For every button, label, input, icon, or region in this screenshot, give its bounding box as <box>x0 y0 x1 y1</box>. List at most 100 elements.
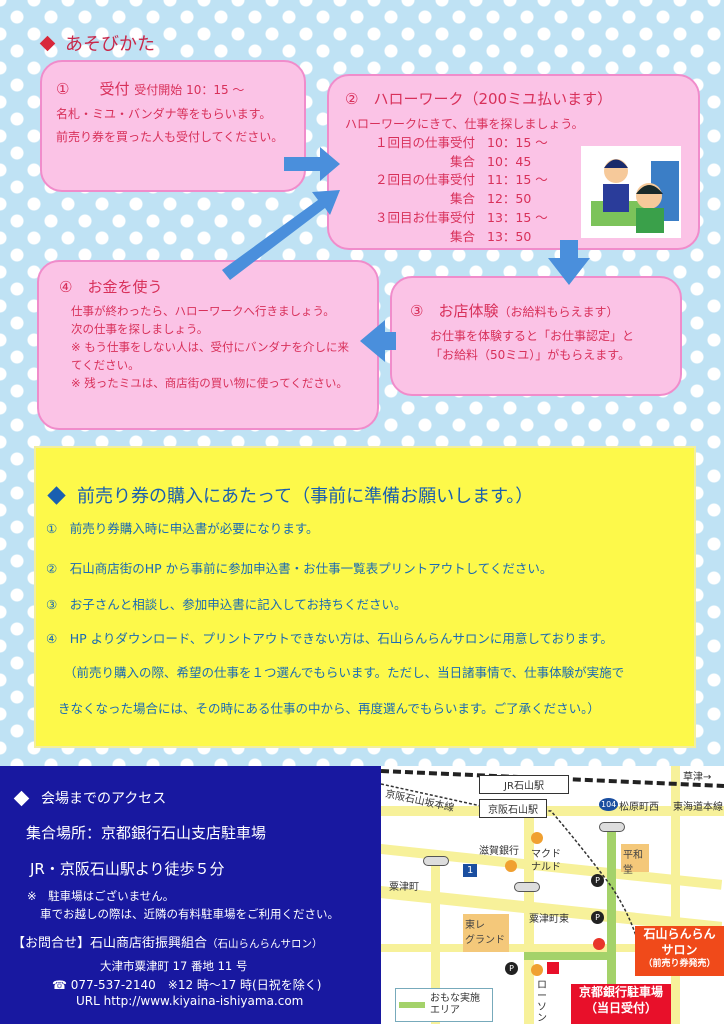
shiga-bank-label: 滋賀銀行 <box>479 846 519 857</box>
step-line: ハローワークにきて、仕事を探しましょう。 <box>345 117 584 132</box>
parking-icon: P <box>591 911 604 924</box>
notice-note: きなくなった場合には、その時にある仕事の中から、再度選んでもらいます。ご了承くだ… <box>58 701 600 716</box>
diamond-icon <box>47 485 66 505</box>
schedule-label: １回目の仕事受付 <box>374 134 475 150</box>
salon-callout: 石山らんらん サロン（前売り券発売） <box>635 926 724 976</box>
heiwado-building: 平和堂 <box>621 844 649 876</box>
schedule-label: ３回目お仕事受付 <box>374 209 475 225</box>
keihan-ishiyama-station: 京阪石山駅 <box>479 799 547 818</box>
schedule-label: 集合 <box>449 228 475 244</box>
lawson-label: ロ ー ソ ン <box>537 980 547 1024</box>
section-heading: あそびかた <box>39 30 155 56</box>
bank-parking-callout: 京都銀行駐車場（当日受付） <box>571 984 671 1024</box>
schedule-row: １回目の仕事受付 10：15 ～ <box>345 134 682 153</box>
parking-note: ※ 駐車場はございません。 <box>27 889 175 903</box>
step-title: お店体験 <box>438 302 499 320</box>
notice-title: 前売り券の購入にあたって（事前に準備お願いします。） <box>77 486 534 507</box>
step-title: ハローワーク（200ミユ払います） <box>373 90 613 108</box>
step-number: ③ <box>410 302 424 320</box>
salon-label: 石山らんらん サロン <box>643 927 716 958</box>
diamond-icon <box>13 790 30 806</box>
schedule-row: ２回目の仕事受付 11：15 ～ <box>345 171 682 190</box>
lawson-marker <box>531 964 543 976</box>
awazu-label: 粟津町 <box>389 882 419 893</box>
mcdonalds-marker <box>531 832 543 844</box>
salon-marker <box>593 938 605 950</box>
traffic-signal-icon <box>423 856 449 866</box>
contact-sub: （石山らんらんサロン） <box>207 938 323 950</box>
notice-item: ④ HP よりダウンロード、プリントアウトできない方は、石山らんらんサロンに用意… <box>46 631 613 646</box>
step-sub: 受付開始 10：15 ～ <box>134 83 245 97</box>
tokaido-label: 東海道本線 <box>673 802 723 813</box>
awazu-east-label: 粟津町東 <box>529 914 569 925</box>
step-title: お金を使う <box>87 278 163 296</box>
notice-item: ① 前売り券購入時に申込書が必要になります。 <box>46 521 319 536</box>
step-line: お仕事を体験すると「お仕事認定」と <box>430 329 635 344</box>
notice-box: 前売り券の購入にあたって（事前に準備お願いします。） ① 前売り券購入時に申込書… <box>34 446 696 748</box>
schedule-row: 集合 10：45 <box>345 153 682 172</box>
legend-swatch <box>399 1002 425 1008</box>
notice-item: ② 石山商店街のHP から事前に参加申込書・お仕事一覧表プリントアウトしてくださ… <box>46 561 553 576</box>
address: 大津市粟津町 17 番地 11 号 <box>100 959 248 973</box>
arrow-up-right-icon <box>222 190 340 280</box>
phone-icon: ☎ <box>52 978 71 992</box>
step-reception: ① 受付 受付開始 10：15 ～ 名札・ミユ・バンダナ等をもらいます。 前売り… <box>40 60 306 192</box>
notice-note: （前売り購入の際、希望の仕事を１つ選んでもらいます。ただし、当日諸事情で、仕事体… <box>64 665 625 680</box>
step-title: 受付 <box>99 80 130 98</box>
schedule-time: 10：45 <box>487 153 532 169</box>
step-hellowork: ② ハローワーク（200ミユ払います） ハローワークにきて、仕事を探しましょう。… <box>327 74 700 250</box>
arrow-right-icon <box>284 147 340 181</box>
arrow-down-icon <box>548 240 590 285</box>
legend-label: おもな実施 エリア <box>430 993 480 1016</box>
step-shop-experience: ③ お店体験（お給料もらえます） お仕事を体験すると「お仕事認定」と 「お給料（… <box>390 276 682 396</box>
traffic-signal-icon <box>514 882 540 892</box>
schedule-time: 13：50 <box>487 228 532 244</box>
step-sub: （お給料もらえます） <box>498 305 619 319</box>
route-1-icon: 1 <box>463 864 478 877</box>
step-line: 仕事が終わったら、ハローワークへ行きましょう。 <box>71 304 335 319</box>
access-panel: 会場までのアクセス 集合場所：京都銀行石山支店駐車場 JR・京阪石山駅より徒歩５… <box>0 766 381 1024</box>
mcdonalds-label: マクド ナルド <box>531 849 561 873</box>
parking-icon: P <box>505 962 518 975</box>
schedule-time: 10：15 ～ <box>487 134 548 150</box>
toray-ground: 東レ グランド <box>463 914 509 952</box>
schedule-time: 13：15 ～ <box>487 209 548 225</box>
map-legend: おもな実施 エリア <box>395 988 493 1022</box>
bank-parking-sub: （当日受付） <box>584 1001 657 1016</box>
jr-ishiyama-station: JR石山駅 <box>479 775 569 794</box>
kusatsu-label: 草津→ <box>683 772 712 783</box>
schedule-row: 集合 13：50 <box>345 228 682 247</box>
flow-arrows <box>222 147 590 362</box>
step-line: 次の仕事を探しましょう。 <box>71 322 209 337</box>
walk-time: JR・京阪石山駅より徒歩５分 <box>30 860 225 878</box>
access-title: 会場までのアクセス <box>41 791 167 807</box>
website-link[interactable]: URL http://www.kiyaina-ishiyama.com <box>76 994 304 1008</box>
schedule-time: 11：15 ～ <box>487 172 548 188</box>
schedule-row: 集合 12：50 <box>345 190 682 209</box>
schedule-time: 12：50 <box>487 191 532 207</box>
salon-sub: （前売り券発売） <box>643 959 716 970</box>
bank-parking-marker <box>547 962 559 974</box>
contact-label: 【お問合せ】石山商店街振興組合 <box>12 936 208 951</box>
access-map: JR石山駅 京阪石山駅 京阪石山坂本線 草津→ 104 松原町西 東海道本線 滋… <box>381 766 724 1024</box>
hours: ※12 時～17 時(日祝を除く) <box>167 978 322 992</box>
schedule-label: 集合 <box>449 191 475 207</box>
step-line: 「お給料（50ミユ）」がもらえます。 <box>430 347 631 362</box>
step-number: ① <box>56 80 70 98</box>
step-number: ② <box>345 90 359 108</box>
shiga-bank-marker <box>505 860 517 872</box>
step-line: ※ もう仕事をしない人は、受付にバンダナを介しに来てください。 <box>71 339 350 372</box>
notice-item: ③ お子さんと相談し、参加申込書に記入してお持ちください。 <box>46 597 407 612</box>
step-line: ※ 残ったミユは、商店街の買い物に使ってください。 <box>71 375 348 390</box>
parking-icon: P <box>591 874 604 887</box>
parking-note: 車でお越しの際は、近隣の有料駐車場をご利用ください。 <box>40 907 339 921</box>
schedule-row: ３回目お仕事受付 13：15 ～ <box>345 209 682 228</box>
step-line: 前売り券を買った人も受付してください。 <box>56 129 284 144</box>
matsubara-label: 松原町西 <box>619 802 659 813</box>
schedule-label: ２回目の仕事受付 <box>374 172 475 188</box>
heading-text: あそびかた <box>65 34 155 55</box>
arrow-left-icon <box>360 320 396 362</box>
step-number: ④ <box>59 278 73 296</box>
phone-number[interactable]: 077-537-2140 <box>70 978 156 992</box>
schedule-label: 集合 <box>449 153 475 169</box>
